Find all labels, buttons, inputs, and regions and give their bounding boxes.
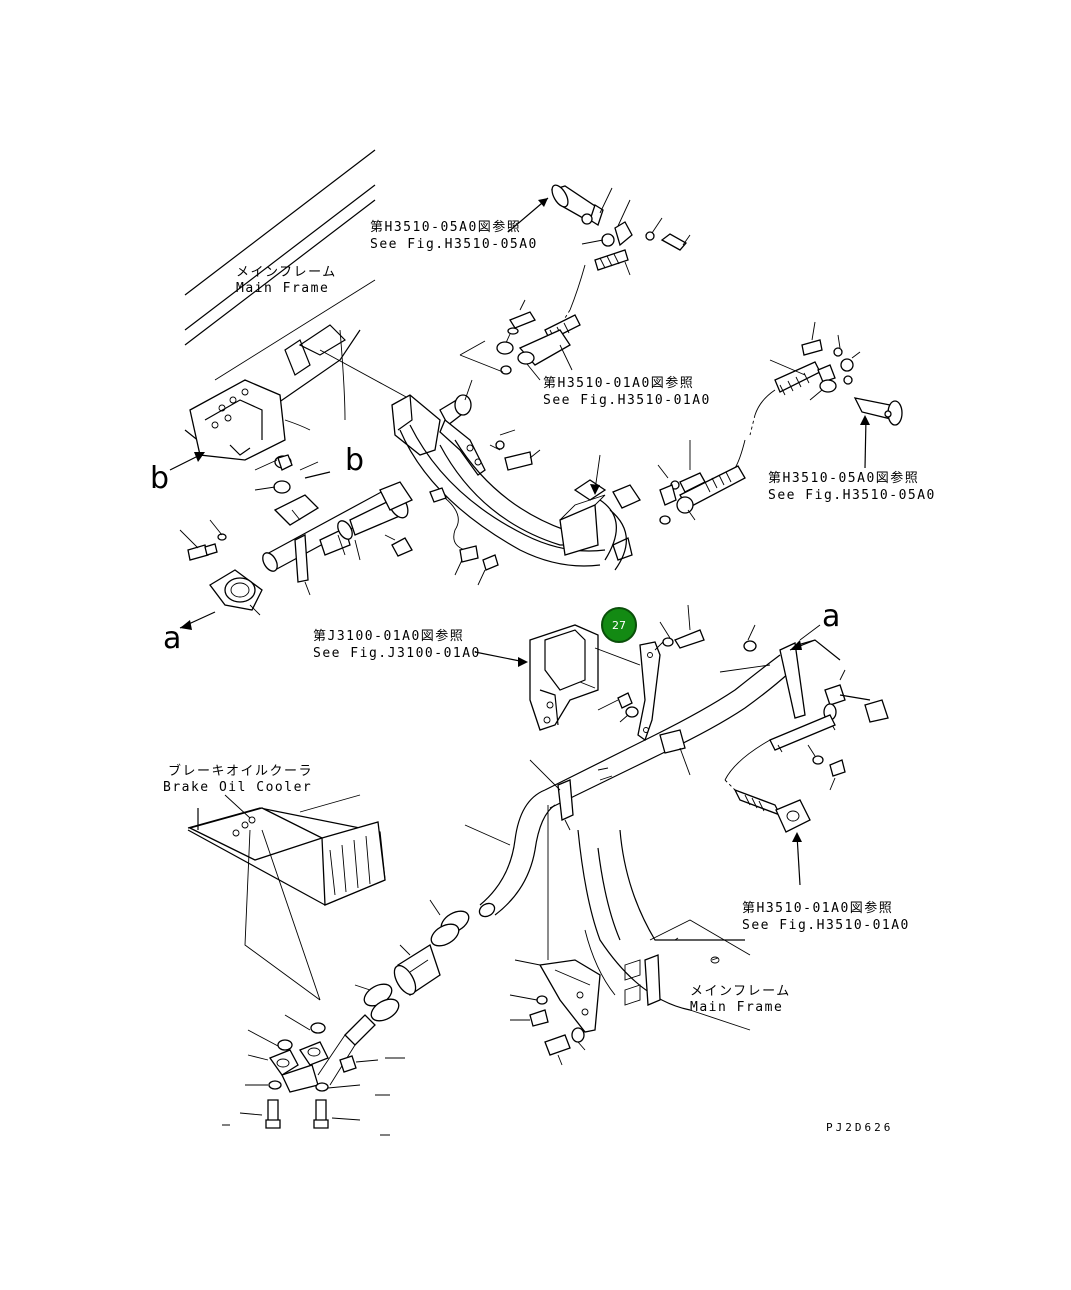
right-upper-hose-assembly	[657, 321, 903, 521]
ref-h3510-05a0-right-jp: 第H3510-05A0図参照	[768, 470, 919, 486]
stay-bracket-part	[597, 604, 705, 742]
marker-b-left: b	[150, 461, 169, 496]
marker-a-left: a	[163, 621, 181, 656]
top-hose-assembly	[459, 184, 691, 381]
bracket-j3100	[474, 624, 599, 731]
ref-h3510-01a0-low-en: See Fig.H3510-01A0	[742, 918, 910, 933]
ref-h3510-05a0-top-jp: 第H3510-05A0図参照	[370, 219, 521, 235]
main-frame-bottom-en: Main Frame	[690, 1000, 783, 1015]
brake-cooler-en: Brake Oil Cooler	[163, 780, 312, 795]
lower-left-fittings	[222, 1014, 405, 1136]
marker-b-right: b	[345, 443, 364, 478]
brake-oil-cooler-drawing	[187, 794, 386, 1001]
main-frame-top-jp: メインフレーム	[236, 265, 337, 280]
callout-27-badge[interactable]	[601, 607, 637, 643]
ref-h3510-01a0-mid-jp: 第H3510-01A0図参照	[543, 375, 694, 391]
ref-h3510-01a0-low-jp: 第H3510-01A0図参照	[742, 900, 893, 916]
callout-27[interactable]: 27	[594, 607, 641, 666]
ref-h3510-01a0-mid-en: See Fig.H3510-01A0	[543, 393, 711, 408]
main-frame-top-drawing	[184, 149, 376, 461]
main-frame-bottom-jp: メインフレーム	[690, 984, 791, 999]
ref-j3100-01a0-en: See Fig.J3100-01A0	[313, 646, 481, 661]
callout-27-number: 27	[612, 619, 626, 632]
lower-pipe-assembly	[544, 624, 889, 886]
ref-h3510-05a0-right-en: See Fig.H3510-05A0	[768, 488, 936, 503]
main-frame-bottom-drawing	[509, 829, 751, 1066]
mid-pipe-assembly	[179, 349, 671, 616]
ref-j3100-01a0-jp: 第J3100-01A0図参照	[313, 628, 464, 644]
brake-cooler-jp: ブレーキオイルクーラ	[168, 763, 313, 779]
ref-h3510-05a0-top-en: See Fig.H3510-05A0	[370, 237, 538, 252]
drawing-code: PJ2D626	[826, 1121, 893, 1134]
marker-a-right: a	[822, 599, 840, 634]
main-frame-top-en: Main Frame	[236, 281, 329, 296]
s-pipe-assembly	[317, 759, 574, 1086]
